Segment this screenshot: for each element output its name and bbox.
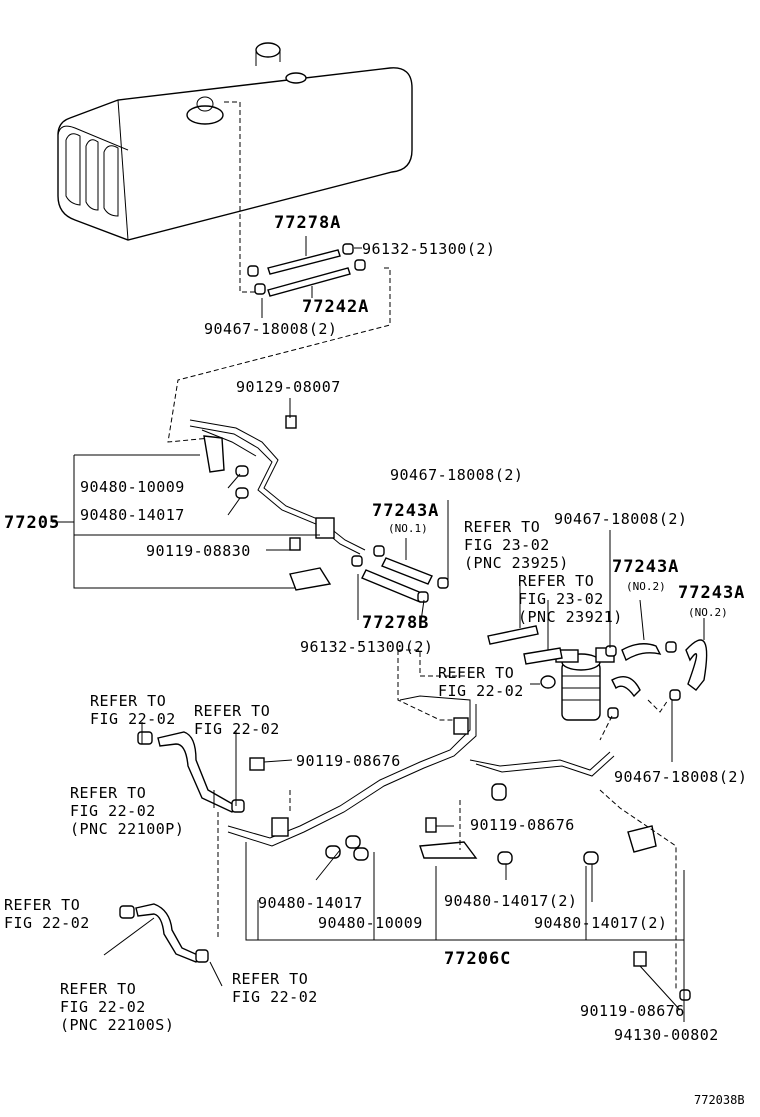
label-90480-10009-b: 90480-10009	[318, 914, 423, 932]
label-96132-51300-top: 96132-51300(2)	[362, 240, 495, 258]
refer-left1-line1: REFER TO	[90, 692, 166, 710]
label-77278A: 77278A	[274, 213, 341, 233]
label-77205: 77205	[4, 513, 60, 533]
rear-grommets	[249, 757, 691, 1001]
hose-77278A	[267, 249, 351, 297]
label-no2-b: (NO.2)	[688, 606, 728, 619]
refer-23921-line3: (PNC 23921)	[518, 608, 623, 626]
charcoal-canister	[555, 647, 615, 721]
label-77278B: 77278B	[362, 613, 429, 633]
hose-77243A-no1	[361, 557, 433, 603]
pipe-77205	[189, 419, 366, 591]
label-90467-18008-top: 90467-18008(2)	[204, 320, 337, 338]
label-90119-08830: 90119-08830	[146, 542, 251, 560]
refer-23921-line2: FIG 23-02	[518, 590, 604, 608]
label-90480-14017-b: 90480-14017	[258, 894, 363, 912]
figure-code: 772038B	[694, 1093, 745, 1107]
refer-left2-line1: REFER TO	[194, 702, 270, 720]
label-90480-14017-2a: 90480-14017(2)	[444, 892, 577, 910]
refer-bl-line2: FIG 22-02	[4, 914, 90, 932]
label-77206C: 77206C	[444, 949, 511, 969]
refer-left2-line2: FIG 22-02	[194, 720, 280, 738]
label-90467-18008-lower: 90467-18008(2)	[614, 768, 747, 786]
label-77243A-no1: 77243A	[372, 501, 439, 521]
refer-23925-line3: (PNC 23925)	[464, 554, 569, 572]
refer-br-line1: REFER TO	[232, 970, 308, 988]
refer-22100P-line2: FIG 22-02	[70, 802, 156, 820]
label-90129-08007: 90129-08007	[236, 378, 341, 396]
label-90480-14017-a: 90480-14017	[80, 506, 185, 524]
pipe-77206C	[227, 695, 615, 847]
label-no1: (NO.1)	[388, 522, 428, 535]
refer-23925-line1: REFER TO	[464, 518, 540, 536]
grommets-77205	[235, 415, 385, 567]
label-90467-18008-right: 90467-18008(2)	[554, 510, 687, 528]
label-77243A-no2-a: 77243A	[612, 557, 679, 577]
label-77242A: 77242A	[302, 297, 369, 317]
label-90480-14017-2b: 90480-14017(2)	[534, 914, 667, 932]
label-94130-00802: 94130-00802	[614, 1026, 719, 1044]
refer-2202-mid-line1: REFER TO	[438, 664, 514, 682]
refer-22100S-line3: (PNC 22100S)	[60, 1016, 174, 1034]
label-90119-08676-c: 90119-08676	[580, 1002, 685, 1020]
refer-bl-line1: REFER TO	[4, 896, 80, 914]
refer-2202-mid-line2: FIG 22-02	[438, 682, 524, 700]
label-96132-51300-mid: 96132-51300(2)	[300, 638, 433, 656]
refer-22100S-line2: FIG 22-02	[60, 998, 146, 1016]
label-90480-10009-a: 90480-10009	[80, 478, 185, 496]
refer-left1-line2: FIG 22-02	[90, 710, 176, 728]
refer-22100S-line1: REFER TO	[60, 980, 136, 998]
label-90119-08676-b: 90119-08676	[470, 816, 575, 834]
refer-22100P-line1: REFER TO	[70, 784, 146, 802]
hose-clips-top	[247, 243, 366, 295]
fuel-tank	[57, 42, 413, 241]
label-90119-08676-a: 90119-08676	[296, 752, 401, 770]
refer-23921-line1: REFER TO	[518, 572, 594, 590]
label-77243A-no2-b: 77243A	[678, 583, 745, 603]
refer-br-line2: FIG 22-02	[232, 988, 318, 1006]
label-90467-18008-mid: 90467-18008(2)	[390, 466, 523, 484]
label-no2-a: (NO.2)	[626, 580, 666, 593]
refer-23925-line2: FIG 23-02	[464, 536, 550, 554]
refer-22100P-line3: (PNC 22100P)	[70, 820, 184, 838]
